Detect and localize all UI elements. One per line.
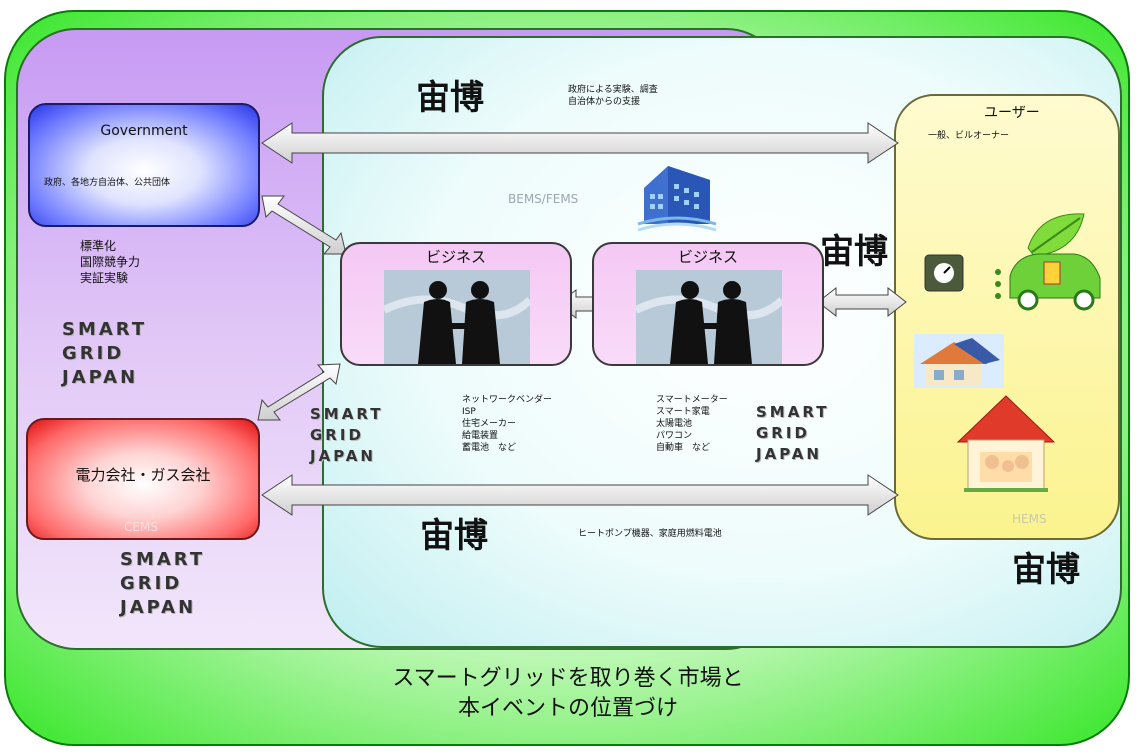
business-label: ビジネス [425,248,486,266]
business-box-right: ビジネス [592,242,824,366]
logo-line: SMART [310,405,384,423]
user-label: ユーザー [984,105,1040,121]
user-sub: 一般、ビルオーナー [928,131,1010,141]
vendor-item: 給電装置 [462,431,499,441]
sora-logo: 宙博 [416,78,484,118]
government-side-list: 標準化 国際競争力 実証実験 [80,238,140,286]
side-item: 実証実験 [80,271,129,285]
handshake-icon [384,270,530,364]
vendor-item: 蓄電池 など [462,443,517,453]
building-icon [637,166,717,232]
logo-line: GRID [310,426,364,444]
electric-box: 電力会社・ガス会社 [26,418,260,540]
meter-icon [924,254,964,292]
top-note-line: 自治体からの支援 [568,97,641,107]
government-label: Government [100,123,188,139]
logo-line: SMART [62,319,148,340]
page-title: スマートグリッドを取り巻く市場と 本イベントの位置づけ [0,664,1136,724]
business-label: ビジネス [677,248,738,266]
logo-line: JAPAN [120,597,197,618]
smart-grid-japan-logo: SMART GRID JAPAN [310,404,383,467]
top-note: 政府による実験、調査 自治体からの支援 [568,84,658,108]
family-house-icon [956,395,1056,492]
logo-line: GRID [62,343,125,364]
hems-label: HEMS [1012,512,1047,526]
arrow-electric-user [261,474,899,516]
sora-logo: 宙博 [1012,550,1080,590]
smart-grid-japan-logo: SMART GRID JAPAN [120,548,205,620]
vendor-list-left: ネットワークベンダー ISP 住宅メーカー 給電装置 蓄電池 など [462,394,552,454]
smart-grid-japan-logo: SMART GRID JAPAN [62,318,147,390]
arrow-gov-biz [261,195,347,255]
logo-line: SMART [756,403,830,421]
smart-grid-japan-logo: SMART GRID JAPAN [756,402,829,465]
arrow-gov-user [261,122,899,164]
bems-label: BEMS/FEMS [508,192,579,206]
business-box-left: ビジネス [340,242,572,366]
bottom-note: ヒートポンプ機器、家庭用燃料電池 [578,529,722,539]
vendor-item: 住宅メーカー [462,419,517,429]
government-box: Government 政府、各地方自治体、公共団体 [28,103,260,227]
top-note-line: 政府による実験、調査 [568,85,658,95]
vendor-item: 太陽電池 [656,419,693,429]
vendor-item: スマートメーター [656,395,728,405]
handshake-icon [636,270,782,364]
logo-line: GRID [756,424,810,442]
cems-label: CEMS [124,520,158,534]
sora-logo: 宙博 [420,516,488,556]
side-item: 国際競争力 [80,255,141,269]
vendor-item: パワコン [656,431,693,441]
logo-line: GRID [120,573,183,594]
logo-line: JAPAN [62,367,139,388]
sora-logo: 宙博 [820,232,888,272]
electric-label: 電力会社・ガス会社 [75,466,211,484]
vendor-item: ネットワークベンダー [462,395,553,405]
vendor-item: 自動車 など [656,443,711,453]
arrow-biz-user [817,286,907,318]
logo-line: JAPAN [310,447,376,465]
side-item: 標準化 [80,239,117,253]
eco-car-icon [995,213,1101,311]
government-sub: 政府、各地方自治体、公共団体 [44,178,171,188]
vendor-item: スマート家電 [656,407,710,417]
title-line: 本イベントの位置づけ [457,696,678,721]
arrow-elec-biz [257,363,341,421]
logo-line: JAPAN [756,445,822,463]
vendor-list-right: スマートメーター スマート家電 太陽電池 パワコン 自動車 など [656,394,728,454]
logo-line: SMART [120,549,206,570]
solar-house-icon [914,334,1004,388]
vendor-item: ISP [462,407,476,417]
title-line: スマートグリッドを取り巻く市場と [392,666,744,691]
